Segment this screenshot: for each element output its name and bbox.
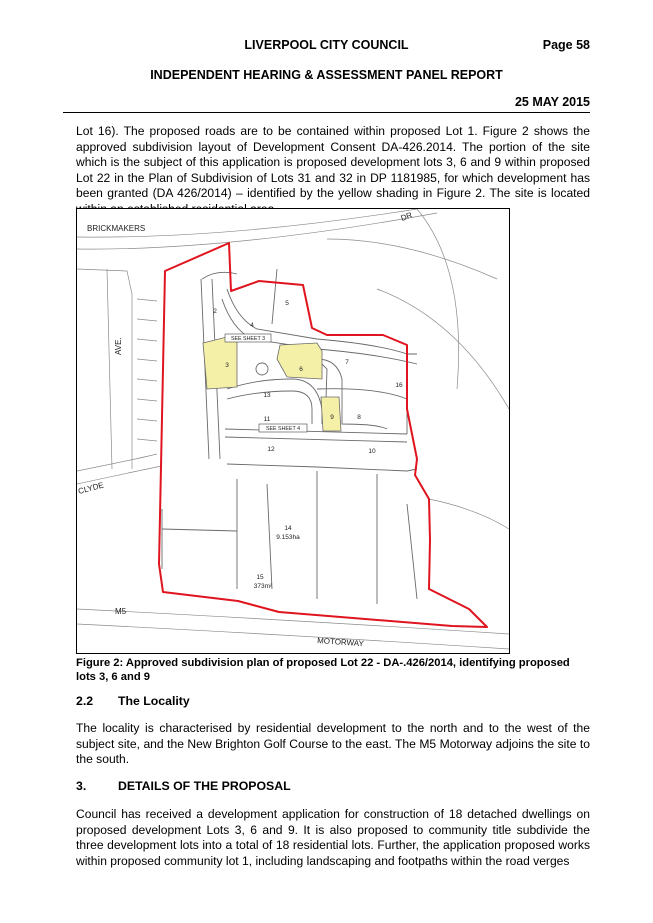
subdivision-plan-figure: BRICKMAKERS DR AVE. CLYDE M5 MOTORWAY 2 … bbox=[76, 208, 510, 654]
lot-label-4: 4 bbox=[250, 322, 254, 329]
lot-label-6: 6 bbox=[299, 366, 303, 373]
shaded-lot-3 bbox=[202, 336, 238, 390]
internal-roads bbox=[161, 268, 418, 604]
intro-paragraph: Lot 16). The proposed roads are to be co… bbox=[76, 124, 590, 216]
lot-label-8: 8 bbox=[357, 414, 361, 421]
proposal-paragraph: Council has received a development appli… bbox=[76, 807, 590, 868]
lot-label-3: 3 bbox=[225, 362, 229, 369]
figure-caption: Figure 2: Approved subdivision plan of p… bbox=[76, 657, 570, 683]
street-label-motorway: MOTORWAY bbox=[317, 636, 365, 648]
street-label-ave: AVE. bbox=[114, 337, 123, 355]
street-label-brickmakers: BRICKMAKERS bbox=[87, 224, 145, 233]
section-number-3: 3. bbox=[76, 779, 87, 793]
council-name: LIVERPOOL CITY COUNCIL bbox=[244, 38, 409, 52]
background-linework bbox=[77, 209, 509, 650]
report-date: 25 MAY 2015 bbox=[514, 95, 590, 109]
see-sheet-4-box: SEE SHEET 4 bbox=[258, 423, 308, 433]
shaded-lots bbox=[202, 336, 342, 432]
lot-label-16: 16 bbox=[395, 382, 403, 389]
site-boundary bbox=[158, 242, 488, 628]
header-divider bbox=[63, 112, 590, 113]
locality-paragraph: The locality is characterised by residen… bbox=[76, 721, 590, 767]
section-heading-3: 3. DETAILS OF THE PROPOSAL bbox=[76, 779, 291, 793]
subdivision-plan-map: BRICKMAKERS DR AVE. CLYDE M5 MOTORWAY 2 … bbox=[77, 209, 509, 650]
section-title-locality: The Locality bbox=[118, 694, 190, 708]
lot-label-9: 9 bbox=[330, 414, 334, 421]
page-number: Page 58 bbox=[542, 38, 590, 52]
lot-number-labels: 2 3 4 5 6 7 8 9 10 11 12 13 14 15 16 9.1… bbox=[213, 300, 403, 590]
lot-label-12: 12 bbox=[267, 446, 275, 453]
lot-label-13: 13 bbox=[263, 392, 271, 399]
section-title-proposal: DETAILS OF THE PROPOSAL bbox=[118, 779, 291, 793]
lot-label-5: 5 bbox=[285, 300, 289, 307]
section-heading-2-2: 2.2 The Locality bbox=[76, 694, 190, 708]
section-number-2-2: 2.2 bbox=[76, 694, 94, 708]
lot-label-15: 15 bbox=[256, 574, 264, 581]
lot-area-15: 373m² bbox=[254, 583, 273, 590]
see-sheet-3-box: SEE SHEET 3 bbox=[224, 333, 272, 343]
lot-label-11: 11 bbox=[264, 416, 271, 423]
lot-label-2: 2 bbox=[213, 308, 217, 315]
report-title: INDEPENDENT HEARING & ASSESSMENT PANEL R… bbox=[150, 68, 503, 82]
page-header-line: LIVERPOOL CITY COUNCIL Page 58 bbox=[0, 38, 653, 54]
see-sheet-3-label: SEE SHEET 3 bbox=[231, 336, 265, 342]
shaded-lot-6 bbox=[276, 342, 323, 380]
lot-label-7: 7 bbox=[345, 359, 349, 366]
shaded-lot-9 bbox=[320, 396, 342, 432]
street-label-dr: DR bbox=[400, 210, 414, 222]
street-label-m5: M5 bbox=[115, 607, 127, 616]
lot-label-14: 14 bbox=[284, 525, 292, 532]
see-sheet-4-label: SEE SHEET 4 bbox=[266, 426, 300, 432]
lot-label-10: 10 bbox=[368, 448, 376, 455]
lot-area-14: 9.153ha bbox=[276, 534, 300, 541]
